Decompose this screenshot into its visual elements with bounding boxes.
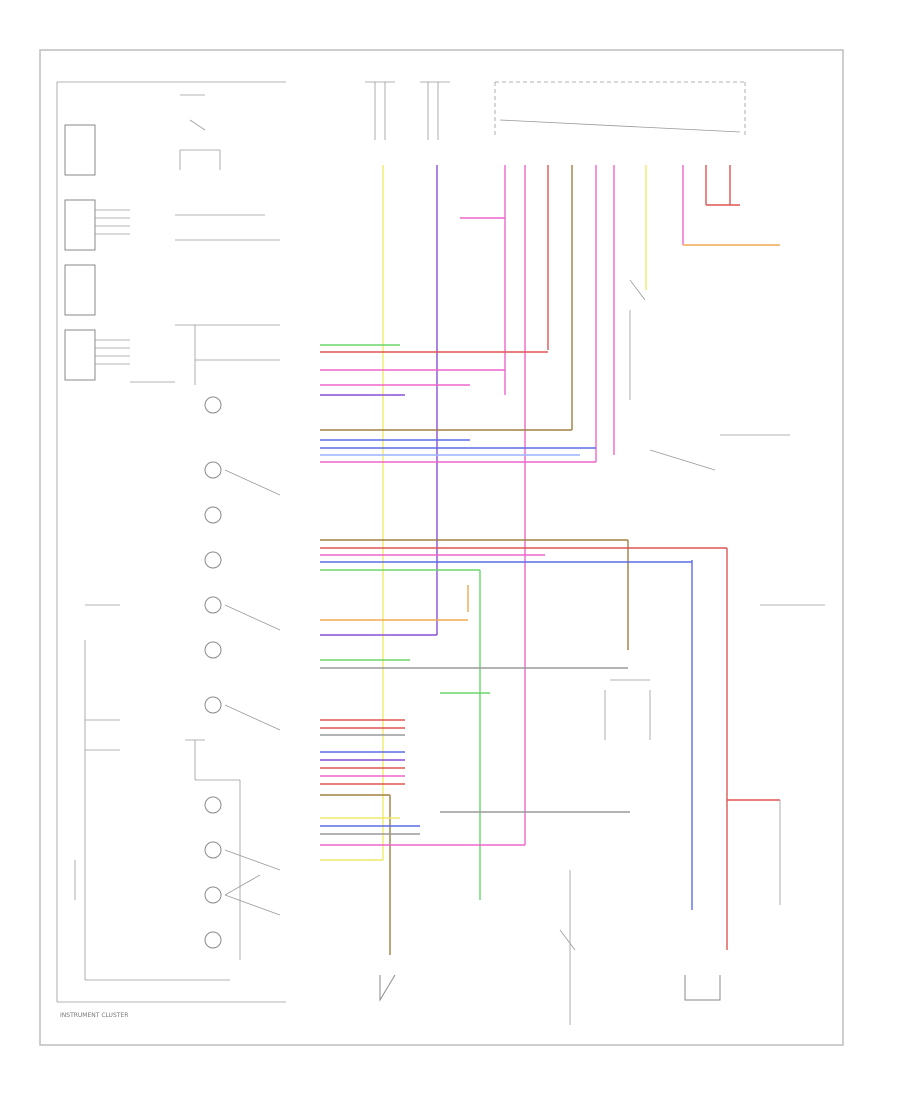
lighting-rheostat [179,94,221,170]
instrument-cluster-boundary [56,81,286,1003]
right-components [379,279,825,1025]
indicator-lamps [204,396,222,949]
footer-label: INSTRUMENT CLUSTER [60,1012,128,1019]
cluster-internal-lines [130,214,280,385]
top-fuse-block [365,81,746,140]
cluster-left-wiring [74,469,281,981]
gauge-tachometer [64,124,96,176]
gauge-odometer [64,264,96,316]
gauge-fuel [64,329,130,381]
colored-wires-horizontal [320,204,780,861]
gauge-speedometer [64,199,130,251]
colored-wires-vertical [382,165,731,955]
diagram-frame [39,49,844,1046]
